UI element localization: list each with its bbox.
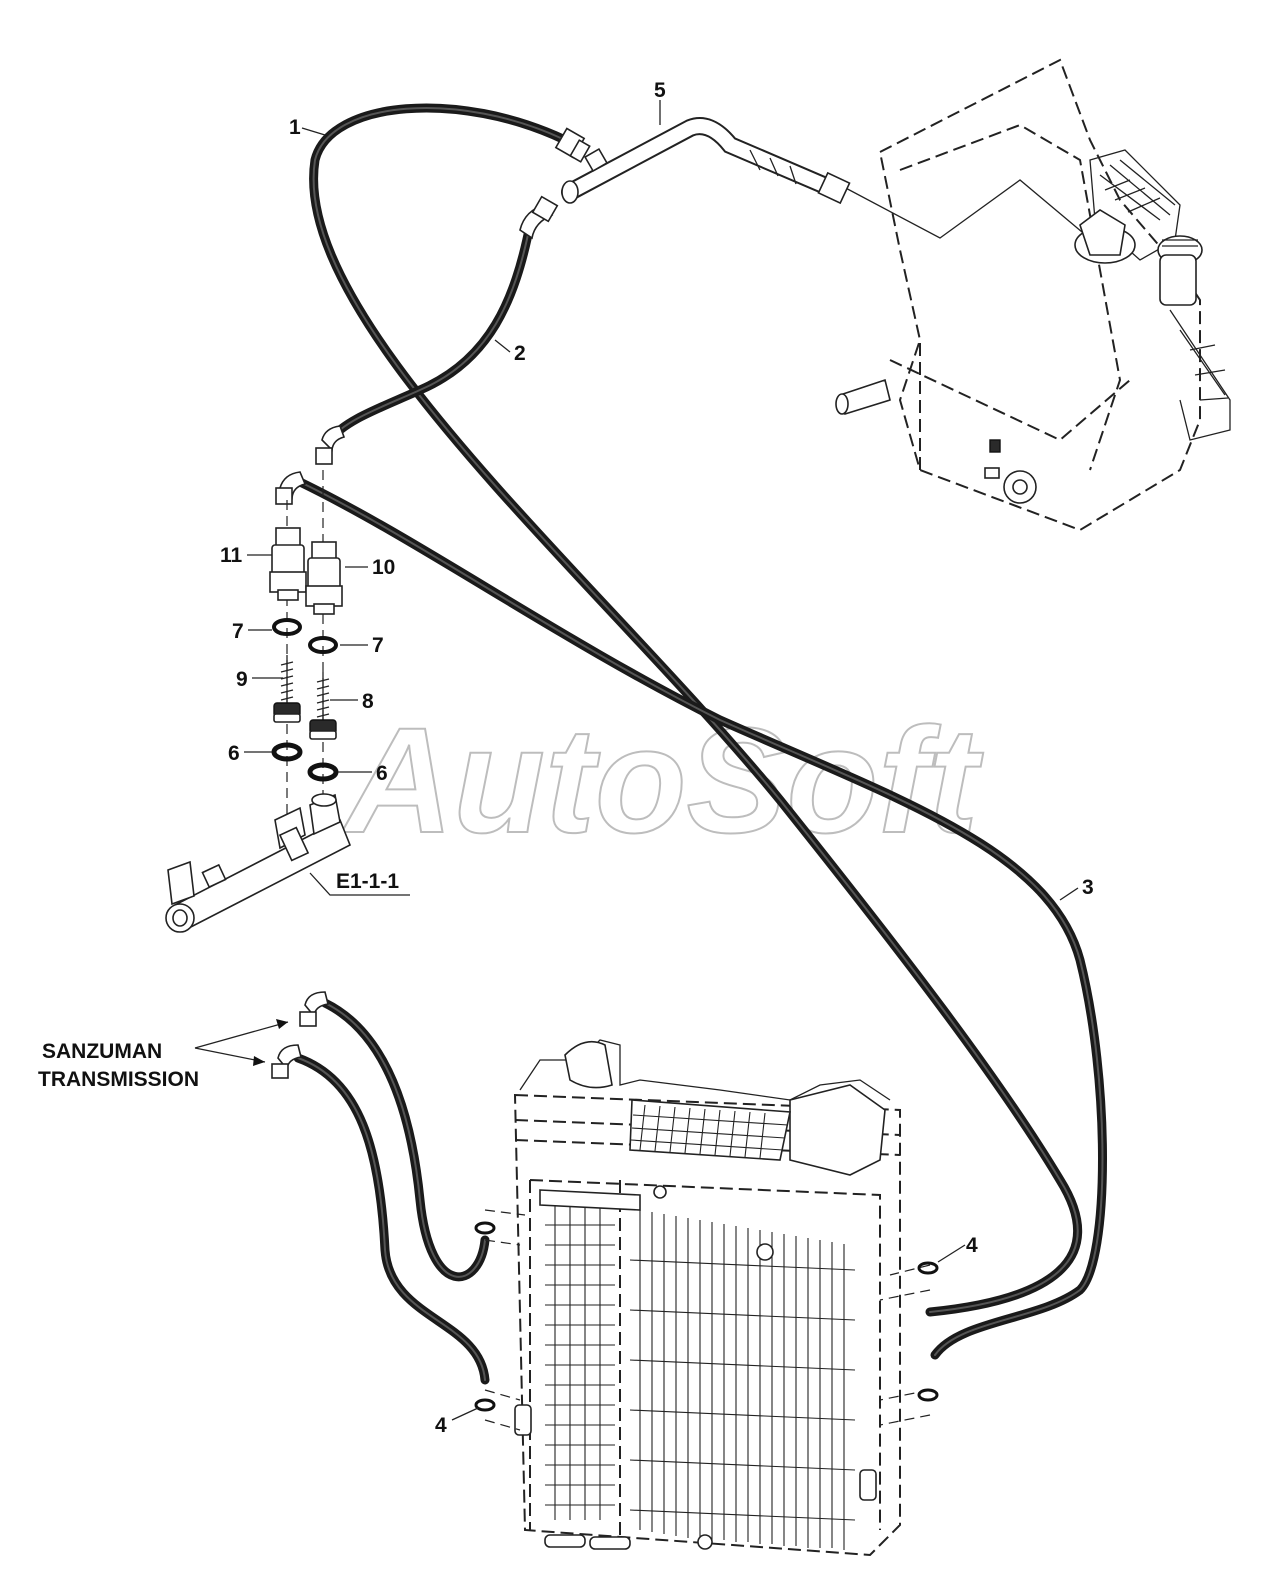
callout-9: 9	[236, 668, 248, 691]
callout-5: 5	[654, 79, 666, 102]
transmission-label-line1: SANZUMAN	[42, 1040, 162, 1063]
callout-11: 11	[220, 544, 243, 567]
hose-2	[315, 195, 559, 465]
callout-6-right: 6	[376, 762, 388, 785]
valve-assembly	[165, 470, 352, 933]
callout-7-left: 7	[232, 620, 244, 643]
callout-6-left: 6	[228, 742, 240, 765]
callout-4-right: 4	[966, 1234, 978, 1257]
callout-8: 8	[362, 690, 374, 713]
hose-3	[275, 471, 1107, 1360]
seal-4-set	[474, 1221, 939, 1412]
reference-e1-1-1: E1-1-1	[336, 870, 399, 893]
transmission-label-line2: TRANSMISSION	[38, 1068, 199, 1091]
callout-4-left: 4	[435, 1414, 447, 1437]
leader-lines	[194, 100, 1079, 1421]
callout-1: 1	[289, 116, 301, 139]
callouts: 1 5 2 11 10 7 7 9 8 6 6 E1-1-1 3 4 4 SAN…	[38, 79, 1094, 1437]
oil-cooler	[484, 1039, 931, 1557]
callout-10: 10	[372, 556, 395, 579]
tube-5	[561, 117, 851, 205]
transmission-hose-lower	[271, 1044, 490, 1385]
hose-1	[309, 103, 1083, 1317]
watermark: AutoSoft	[341, 696, 984, 864]
callout-2: 2	[514, 342, 526, 365]
hydraulic-tank	[835, 58, 1231, 532]
callout-3: 3	[1082, 876, 1094, 899]
callout-7-right: 7	[372, 634, 384, 657]
transmission-hose-upper	[299, 991, 490, 1282]
